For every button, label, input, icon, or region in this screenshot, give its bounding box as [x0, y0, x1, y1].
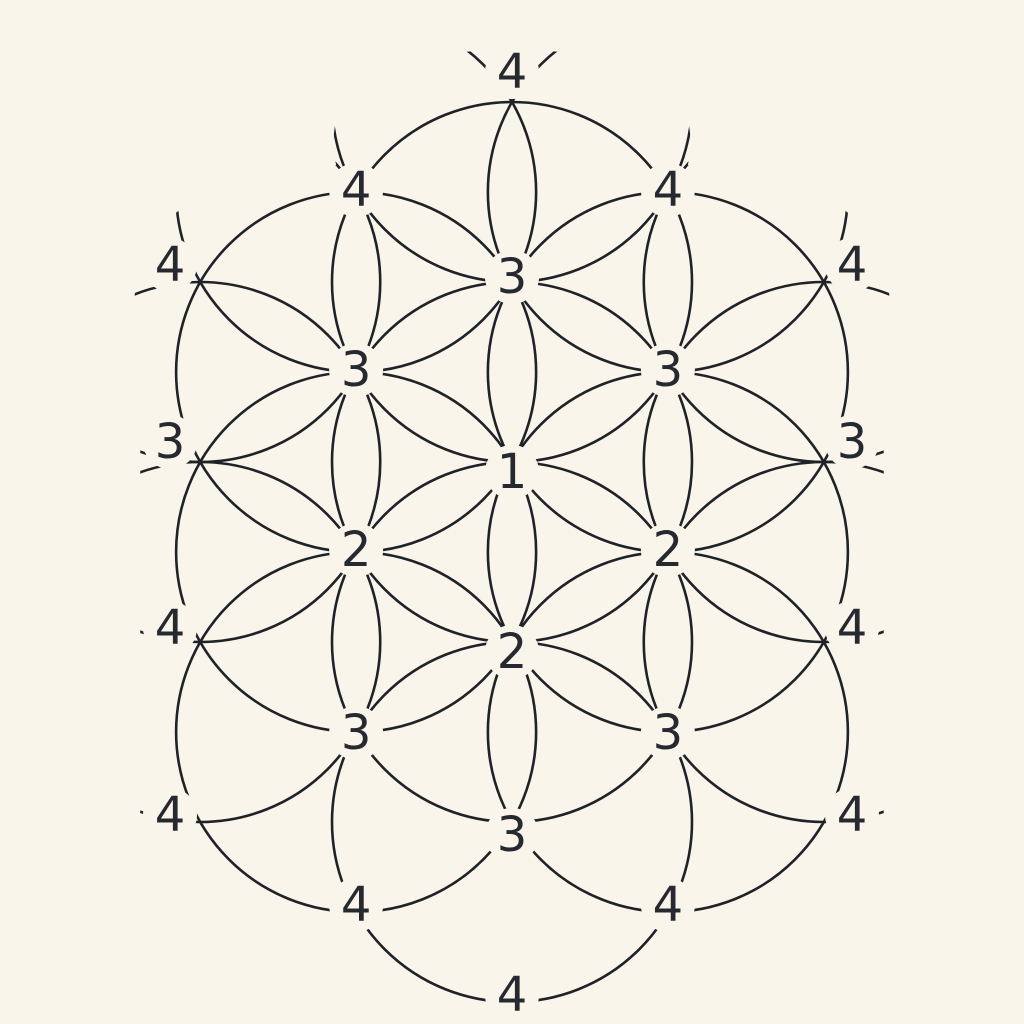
node-label-n-bottom: 4 — [497, 967, 528, 1023]
node-label-n-inner-top: 3 — [497, 249, 528, 305]
label-gap — [329, 163, 384, 217]
node-label-n-far-upper-left: 4 — [155, 237, 186, 293]
node-label-n-inner-lower-right: 2 — [653, 522, 684, 578]
node-label-n-inner-bottom: 2 — [497, 624, 528, 680]
label-gap — [825, 601, 879, 655]
label-gap — [825, 238, 879, 292]
label-gap — [329, 878, 384, 932]
label-gap — [485, 625, 539, 679]
node-label-n-far-upper-right: 4 — [837, 237, 868, 293]
node-label-n-far-mid-left: 4 — [155, 600, 186, 656]
node-labels: 4 4 4 4 4 3 3 3 3 3 1 2 2 2 4 4 3 3 4 4 3 4 4 4 — [155, 44, 868, 1023]
label-gap — [485, 445, 539, 499]
node-label-n-outer-left: 3 — [155, 414, 186, 470]
label-gap — [329, 523, 384, 577]
node-label-n-inner-lower-left: 2 — [341, 522, 372, 578]
node-label-n-center: 1 — [497, 444, 528, 500]
label-gap — [640, 523, 695, 577]
label-gap — [640, 706, 695, 760]
label-gap — [143, 601, 197, 655]
label-gap — [640, 343, 695, 397]
label-gaps — [143, 45, 879, 1022]
node-label-n-bottom-right: 4 — [653, 877, 684, 933]
node-label-n-far-lower-left: 4 — [155, 787, 186, 843]
label-gap — [143, 788, 197, 842]
label-gap — [825, 415, 879, 469]
node-label-n-inner-upper-right: 3 — [653, 342, 684, 398]
label-gap — [329, 343, 384, 397]
node-label-n-far-lower-right: 4 — [837, 787, 868, 843]
circle-arc — [330, 50, 694, 284]
label-gap — [143, 415, 197, 469]
node-label-n-lower-center: 3 — [497, 807, 528, 863]
label-gap — [825, 788, 879, 842]
node-label-n-upper-right: 4 — [653, 162, 684, 218]
label-gap — [485, 808, 539, 862]
node-label-n-inner-upper-left: 3 — [341, 342, 372, 398]
node-label-n-lower-right: 3 — [653, 705, 684, 761]
node-label-n-outer-right: 3 — [837, 414, 868, 470]
label-gap — [329, 706, 384, 760]
node-label-n-upper-left: 4 — [341, 162, 372, 218]
node-label-n-lower-left: 3 — [341, 705, 372, 761]
node-label-n-bottom-left: 4 — [341, 877, 372, 933]
label-gap — [640, 163, 695, 217]
label-gap — [485, 45, 539, 99]
node-label-n-far-mid-right: 4 — [837, 600, 868, 656]
label-gap — [485, 968, 539, 1022]
label-gap — [485, 250, 539, 304]
label-gap — [640, 878, 695, 932]
label-gap — [143, 238, 197, 292]
node-label-n-top: 4 — [497, 44, 528, 100]
